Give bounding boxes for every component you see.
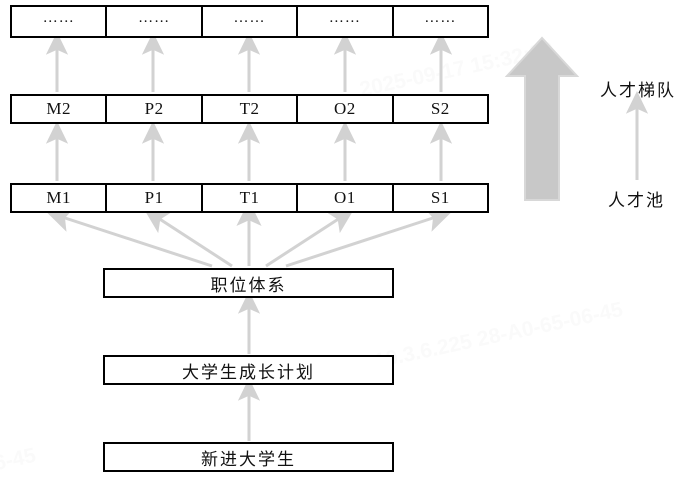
arrows-position-system-fanout [46,200,452,268]
cell-s2: S2 [430,99,450,118]
arrows-level2-to-dots [45,31,453,92]
cell-p1: P1 [107,185,203,211]
cell-t1: T1 [203,185,299,211]
cell-dots-1: …… [12,7,108,36]
box-graduate-growth-plan: 大学生成长计划 [103,355,394,385]
box-position-system: 职位体系 [103,268,394,298]
big-upward-arrow [504,36,580,201]
cell-dots-2: …… [107,7,203,36]
box-new-graduates: 新进大学生 [103,442,394,472]
cell-o2: O2 [298,96,394,122]
label-talent-pool: 人才池 [608,191,665,210]
cell-t2: T2 [203,96,299,122]
cell-m1: M1 [12,185,108,211]
cell-p2: P2 [107,96,203,122]
cell-m2: M2 [12,96,108,122]
row-dots: …… …… …… …… …… [10,5,489,38]
cell-dots-5: …… [424,10,457,26]
cell-o1: O1 [298,185,394,211]
cell-dots-4: …… [298,7,394,36]
row-level2: M2 P2 T2 O2 S2 [10,94,489,124]
cell-s1: S1 [430,188,450,207]
row-level1: M1 P1 T1 O1 S1 [10,183,489,213]
cell-dots-3: …… [203,7,299,36]
label-talent-echelon: 人才梯队 [600,81,676,100]
arrows-level1-to-level2 [45,120,453,181]
